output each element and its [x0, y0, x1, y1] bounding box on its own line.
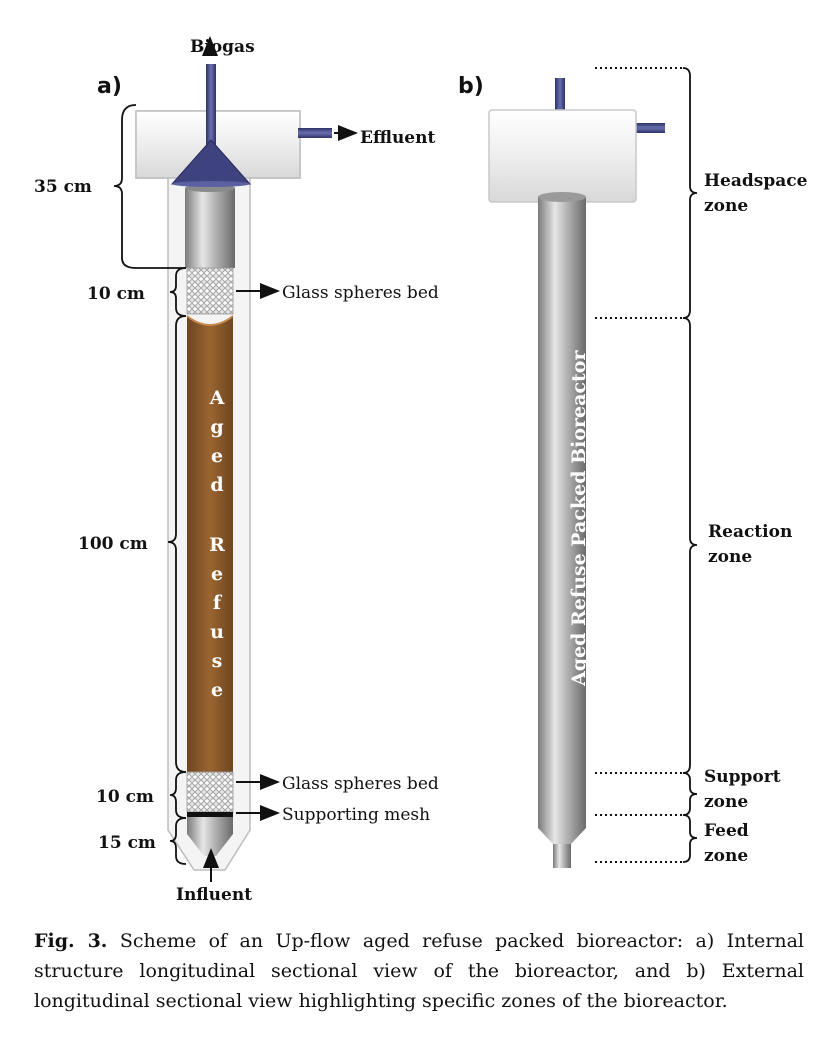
effluent-pipe	[298, 128, 332, 138]
b-top-pipe	[555, 78, 565, 114]
refuse-letter: e	[211, 563, 223, 585]
supporting-mesh	[187, 812, 233, 817]
refuse-letter: d	[210, 474, 223, 496]
biogas-label: Biogas	[190, 37, 255, 57]
panel-a: a) Biogas Effluent Influent	[34, 36, 439, 905]
feed-cone	[187, 817, 233, 856]
bracket-10cm-bottom	[169, 771, 187, 819]
brace-reaction	[682, 317, 698, 774]
dim-100cm-label: 100 cm	[78, 534, 148, 554]
inner-column-top	[185, 188, 235, 268]
bracket-100cm	[167, 315, 187, 773]
brace-support	[682, 772, 698, 816]
aged-refuse-body	[187, 316, 233, 772]
refuse-letter: e	[211, 679, 223, 701]
panel-a-label: a)	[97, 74, 122, 99]
refuse-letter: f	[213, 592, 223, 614]
refuse-surface	[186, 315, 234, 326]
refuse-letter: s	[212, 650, 223, 672]
panel-b-label: b)	[458, 74, 484, 99]
bracket-10cm-top	[169, 267, 187, 317]
b-main-column	[538, 197, 586, 822]
b-feed-pipe	[553, 844, 571, 868]
bracket-35cm	[113, 104, 186, 269]
gas-funnel-rim	[172, 181, 250, 187]
reaction-zone-label-2: zone	[708, 547, 752, 567]
figure-number: Fig. 3.	[34, 930, 108, 952]
glass-bed-top-label: Glass spheres bed	[282, 283, 439, 303]
dim-10cm-top-label: 10 cm	[87, 284, 145, 304]
glass-spheres-bed-top	[186, 267, 234, 315]
biogas-pipe	[206, 64, 216, 146]
refuse-letter: e	[211, 445, 223, 467]
glass-bed-bottom-label: Glass spheres bed	[282, 774, 439, 794]
figure-caption: Fig. 3. Scheme of an Up-flow aged refuse…	[34, 926, 804, 1016]
support-zone-label-2: zone	[704, 792, 748, 812]
feed-zone-label-2: zone	[704, 846, 748, 866]
dim-35cm-label: 35 cm	[34, 177, 92, 197]
influent-label: Influent	[176, 885, 252, 905]
mesh-label: Supporting mesh	[282, 805, 430, 825]
brace-headspace	[682, 67, 698, 319]
b-side-pipe	[635, 123, 665, 133]
b-bottom-cone	[538, 822, 586, 844]
refuse-letter: g	[210, 416, 223, 438]
caption-text: Scheme of an Up-flow aged refuse packed …	[34, 930, 804, 1012]
refuse-letter: u	[210, 621, 224, 643]
refuse-letter: A	[209, 387, 225, 409]
effluent-label: Effluent	[360, 128, 435, 148]
brace-feed	[682, 814, 698, 863]
support-zone-label-1: Support	[704, 767, 781, 787]
dim-15cm-label: 15 cm	[98, 833, 156, 853]
feed-zone-label-1: Feed	[704, 821, 749, 841]
headspace-zone-label-2: zone	[704, 196, 748, 216]
reaction-zone-label-1: Reaction	[708, 522, 792, 542]
bracket-15cm	[169, 817, 187, 865]
headspace-zone-label-1: Headspace	[704, 171, 808, 191]
dim-10cm-bottom-label: 10 cm	[96, 787, 154, 807]
panel-b: b) Aged Refuse Packed Bioreactor Headspa…	[458, 67, 808, 868]
b-column-cap	[538, 192, 586, 202]
b-headspace-box	[488, 109, 637, 203]
refuse-letter: R	[209, 534, 225, 556]
bioreactor-diagram: a) Biogas Effluent Influent	[34, 36, 808, 905]
glass-spheres-bed-bottom	[186, 771, 234, 813]
b-column-text: Aged Refuse Packed Bioreactor	[568, 350, 590, 687]
